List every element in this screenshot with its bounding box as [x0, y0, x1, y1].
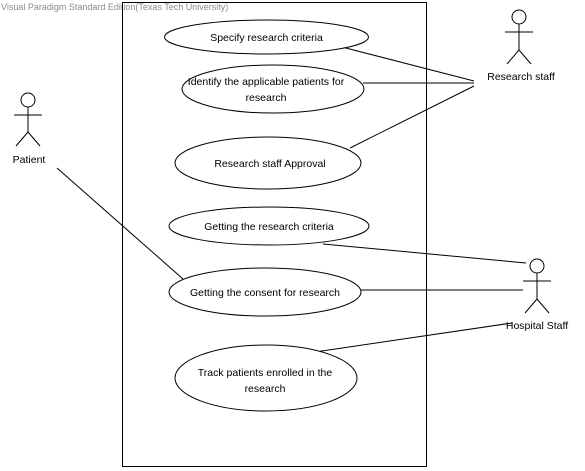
use-case-label: Research staff Approval: [214, 158, 325, 170]
use-case-getting-consent[interactable]: Getting the consent for research: [168, 267, 362, 317]
use-case-label: Getting the consent for research: [190, 287, 340, 299]
association-hospital-staff-criteria: [322, 243, 527, 264]
association-research-staff-approval: [349, 85, 475, 149]
use-case-label: Specify research criteria: [210, 32, 323, 44]
use-case-label-line1: Identify the applicable patients for: [188, 76, 345, 88]
use-case-label-line2: research: [246, 92, 287, 104]
use-case-research-staff-approval[interactable]: Research staff Approval: [174, 136, 362, 190]
association-research-staff-specify: [337, 45, 475, 82]
association-patient-consent: [56, 167, 184, 280]
use-case-specify-research-criteria[interactable]: Specify research criteria: [164, 19, 369, 55]
actor-label: Patient: [13, 154, 46, 166]
use-case-track-patients-enrolled[interactable]: Track patients enrolled in the research: [174, 344, 358, 412]
watermark-text: Visual Paradigm Standard Edition(Texas T…: [1, 2, 228, 12]
actor-hospital-staff[interactable]: Hospital Staff: [506, 258, 568, 332]
stick-figure-icon: [14, 92, 42, 147]
stick-figure-icon: [523, 258, 551, 314]
actor-patient[interactable]: Patient: [13, 92, 46, 166]
use-case-getting-research-criteria[interactable]: Getting the research criteria: [168, 206, 370, 246]
association-lines: [56, 45, 527, 353]
use-case-label-line2: research: [245, 383, 286, 395]
actor-label: Hospital Staff: [506, 320, 568, 332]
actor-label: Research staff: [487, 71, 555, 83]
system-boundary: [122, 2, 427, 467]
use-case-identify-applicable-patients[interactable]: Identify the applicable patients for res…: [181, 64, 365, 114]
use-case-label-line1: Track patients enrolled in the: [198, 367, 333, 379]
association-hospital-staff-track: [314, 322, 513, 353]
stick-figure-icon: [505, 9, 533, 65]
actor-research-staff[interactable]: Research staff: [487, 9, 555, 83]
use-case-label: Getting the research criteria: [204, 221, 334, 233]
